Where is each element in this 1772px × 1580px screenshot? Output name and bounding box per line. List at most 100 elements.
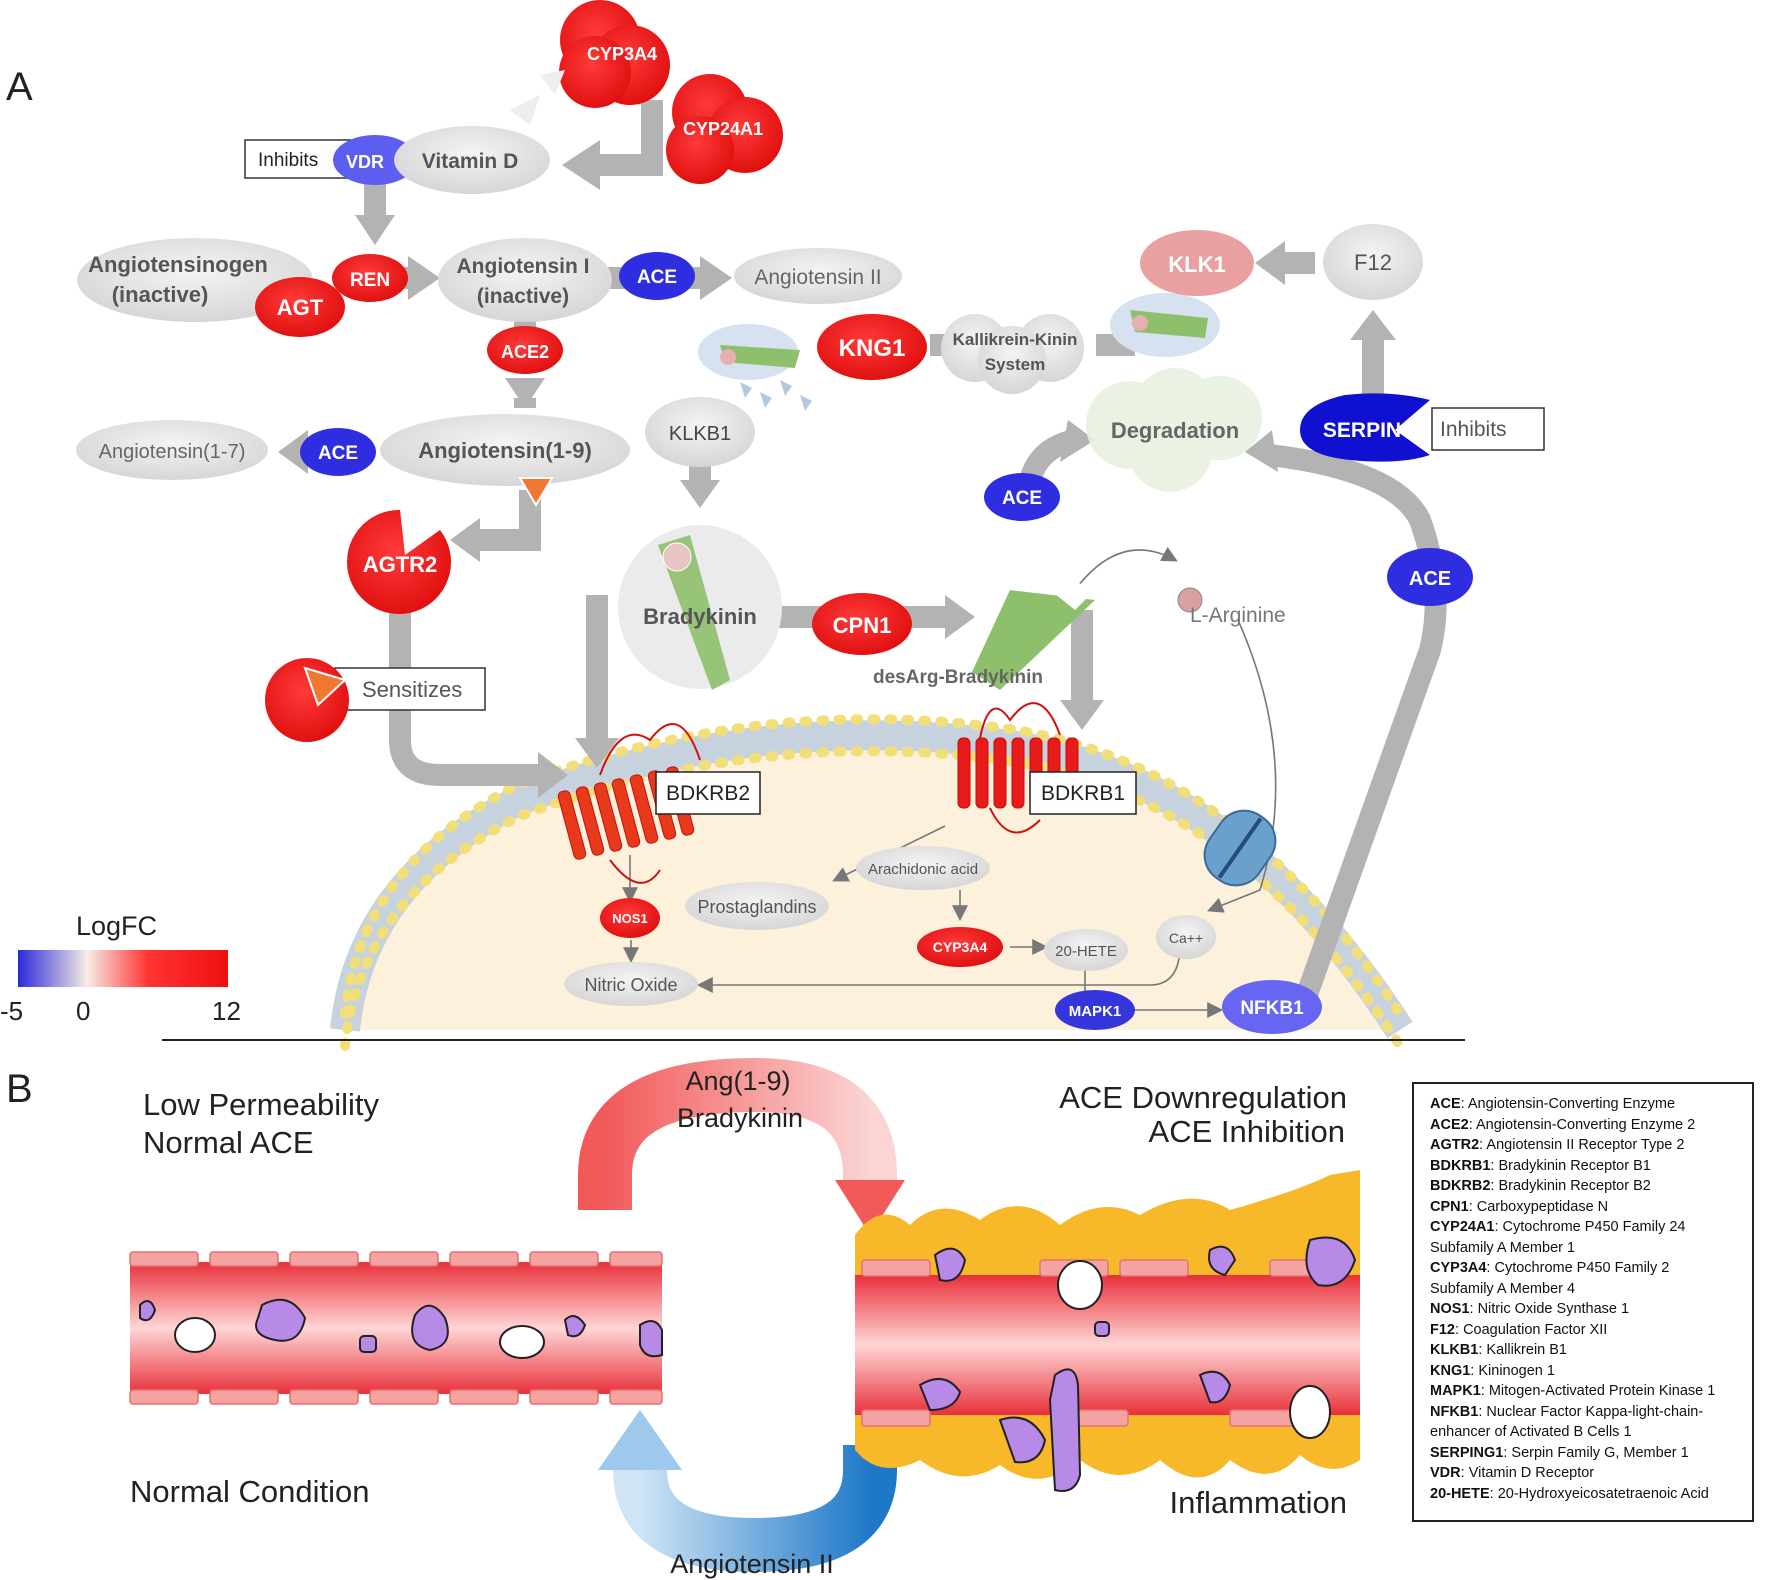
- angiotensin-i-state: (inactive): [477, 285, 569, 308]
- legend-abbr: NOS1: [1430, 1301, 1470, 1317]
- kallikrein-line1: Kallikrein-Kinin: [953, 330, 1078, 349]
- ang19-triangle-icon: [518, 477, 554, 507]
- vitamin-d-label: Vitamin D: [422, 150, 518, 173]
- bdkrb2-label: BDKRB2: [666, 782, 750, 805]
- legend-row: BDKRB1: Bradykinin Receptor B1: [1430, 1157, 1651, 1174]
- hete-node: [1044, 929, 1128, 971]
- kng1-node: [817, 314, 927, 380]
- legend-abbr: KNG1: [1430, 1362, 1471, 1379]
- legend-abbr: BDKRB2: [1430, 1178, 1491, 1194]
- bdkrb1-label: BDKRB1: [1041, 782, 1125, 805]
- vdr-label: VDR: [346, 152, 384, 172]
- top-arrow-line1: Ang(1-9): [685, 1066, 790, 1096]
- legend-abbr: NFKB1: [1430, 1403, 1479, 1420]
- cyp3a4-cell-node: [917, 927, 1003, 967]
- bradykinin-ball-icon: [662, 542, 692, 572]
- prostaglandins-label: Prostaglandins: [697, 897, 816, 917]
- legend-row: KLKB1: Kallikrein B1: [1430, 1342, 1567, 1358]
- angiotensinogen-state: (inactive): [112, 282, 209, 307]
- angiotensinogen-node: [77, 238, 313, 322]
- kng1-fragments: [740, 380, 812, 411]
- legend-definition-cont: Subfamily A Member 1: [1430, 1239, 1576, 1256]
- panel-b-label: B: [6, 1067, 33, 1111]
- legend-row: F12: Coagulation Factor XII: [1430, 1321, 1608, 1338]
- legend-abbr: 20-HETE: [1430, 1485, 1490, 1502]
- logfc-title: LogFC: [76, 911, 157, 941]
- kng1-label: KNG1: [839, 335, 906, 362]
- legend-row: ACE2: Angiotensin-Converting Enzyme 2: [1430, 1116, 1696, 1133]
- legend-definition: Cytochrome P450 Family 24: [1502, 1219, 1686, 1235]
- bottom-arrow-label: Angiotensin II: [670, 1549, 834, 1579]
- cpn1-node: [812, 593, 912, 655]
- right-title-2: ACE Inhibition: [1149, 1114, 1345, 1149]
- agt-node: [255, 277, 345, 337]
- legend-abbr: KLKB1: [1430, 1342, 1479, 1358]
- angiotensin-i-node: [438, 238, 612, 322]
- vdr-node: [333, 135, 417, 185]
- legend-abbr: CYP24A1: [1430, 1219, 1495, 1235]
- klk1-label: KLK1: [1168, 252, 1225, 277]
- legend-definition-cont: enhancer of Activated B Cells 1: [1430, 1424, 1632, 1440]
- calcium-channel: [1203, 809, 1277, 887]
- ren-label: REN: [350, 270, 390, 291]
- nfkb1-node: [1222, 980, 1322, 1034]
- klkb1-label: KLKB1: [669, 423, 731, 445]
- ace-top-label: ACE: [637, 267, 677, 288]
- angiotensin-1-9-node: [380, 414, 630, 486]
- legend-row: NOS1: Nitric Oxide Synthase 1: [1430, 1301, 1630, 1317]
- ace-degradation-label: ACE: [1002, 488, 1042, 509]
- inhibits-left-label: Inhibits: [258, 150, 318, 171]
- angiotensin-ii-node: [734, 248, 902, 304]
- ren-node: [332, 254, 408, 302]
- desarg-notch-icon: [1050, 582, 1095, 610]
- nos1-node: [600, 898, 660, 938]
- inflamed-vessel: [855, 1170, 1360, 1492]
- prostaglandins-node: [685, 882, 829, 930]
- cpn1-label: CPN1: [833, 613, 892, 638]
- legend-row: MAPK1: Mitogen-Activated Protein Kinase …: [1430, 1383, 1716, 1399]
- f12-node: [1323, 224, 1423, 300]
- right-title-1: ACE Downregulation: [1059, 1080, 1347, 1115]
- kallikrein-kinin-cluster: [941, 314, 1084, 394]
- sensitizes-box: [334, 667, 486, 711]
- degradation-label: Degradation: [1111, 418, 1239, 443]
- nitric-oxide-node: [564, 962, 698, 1006]
- legend-row: NFKB1: Nuclear Factor Kappa-light-chain-: [1430, 1403, 1704, 1420]
- ace2-node: [487, 326, 563, 374]
- inhibits-right-label: Inhibits: [1440, 418, 1507, 441]
- ace-mid-node: [300, 428, 376, 476]
- klk1-node: [1140, 230, 1254, 296]
- arachidonic-acid-label: Arachidonic acid: [868, 861, 978, 878]
- bdkrb2-box: [655, 771, 761, 815]
- ca-label: Ca++: [1169, 930, 1203, 946]
- l-arginine-label: L-Arginine: [1190, 604, 1286, 627]
- grey-arrowheads: [278, 140, 1396, 798]
- sensitized-triangle-icon: [303, 666, 347, 707]
- legend-definition: Kallikrein B1: [1486, 1342, 1567, 1358]
- cyp24a1-label: CYP24A1: [683, 119, 763, 139]
- left-caption: Normal Condition: [130, 1474, 370, 1509]
- legend-row: BDKRB2: Bradykinin Receptor B2: [1430, 1178, 1651, 1194]
- nos1-label: NOS1: [612, 911, 647, 926]
- legend-abbr: CYP3A4: [1430, 1260, 1487, 1276]
- left-title-1: Low Permeability: [143, 1087, 380, 1122]
- kallikrein-line2: System: [985, 355, 1045, 374]
- legend-definition: Bradykinin Receptor B2: [1498, 1178, 1651, 1194]
- legend-row: CPN1: Carboxypeptidase N: [1430, 1198, 1609, 1215]
- legend-abbr: MAPK1: [1430, 1383, 1481, 1399]
- ang19-bradykinin-arrowhead: [835, 1180, 905, 1235]
- angiotensin-1-7-label: Angiotensin(1-7): [99, 441, 246, 463]
- thin-connectors: [622, 546, 1277, 1018]
- sensitizes-label: Sensitizes: [362, 677, 462, 702]
- l-arginine-ball-icon: [1177, 587, 1203, 613]
- bdkrb1-box: [1029, 771, 1137, 815]
- legend-abbr: BDKRB1: [1430, 1157, 1491, 1174]
- legend-definition: Angiotensin-Converting Enzyme 2: [1475, 1116, 1696, 1133]
- logfc-min: -5: [0, 996, 23, 1026]
- ace-right-label: ACE: [1409, 568, 1451, 590]
- arachidonic-acid-node: [856, 846, 990, 890]
- bradykinin-peptide-icon: [658, 535, 730, 690]
- legend-definition: Kininogen 1: [1478, 1362, 1555, 1379]
